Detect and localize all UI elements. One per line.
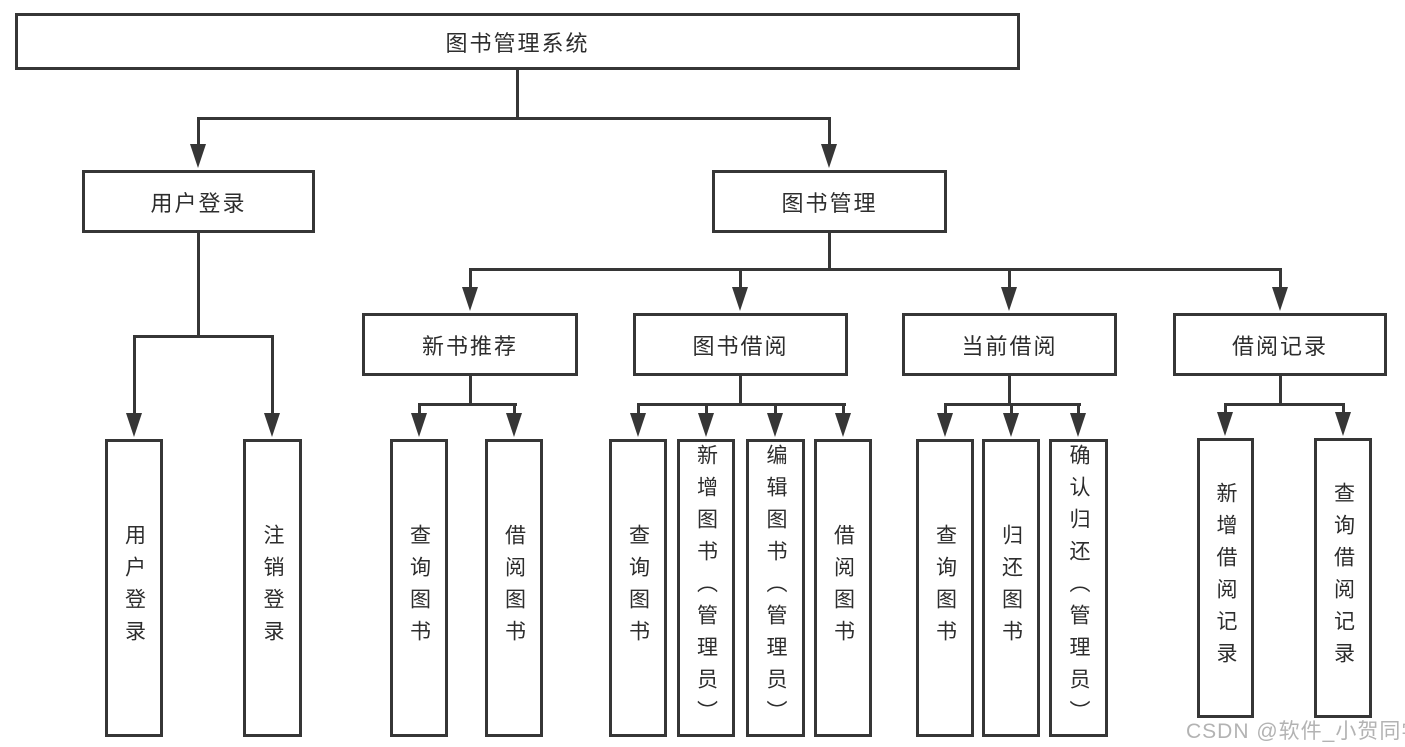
connector-line	[516, 70, 519, 118]
leaf-return-book: 归还图书	[982, 439, 1040, 737]
arrow-down-icon	[411, 413, 427, 437]
arrow-down-icon	[1217, 412, 1233, 436]
node-book-borrow: 图书借阅	[633, 313, 848, 376]
connector-line	[133, 335, 274, 338]
connector-line	[1342, 403, 1345, 415]
connector-line	[133, 335, 136, 415]
connector-line	[1077, 403, 1080, 415]
connector-line	[637, 403, 846, 406]
arrow-down-icon	[732, 287, 748, 311]
leaf-query-book-current: 查询图书	[916, 439, 974, 737]
connector-line	[1008, 376, 1011, 405]
arrow-down-icon	[1001, 287, 1017, 311]
leaf-edit-book-admin: 编辑图书（管理员）	[746, 439, 805, 737]
arrow-down-icon	[264, 413, 280, 437]
arrow-down-icon	[937, 413, 953, 437]
connector-line	[418, 403, 421, 415]
connector-line	[842, 403, 845, 415]
arrow-down-icon	[1003, 413, 1019, 437]
connector-line	[1010, 403, 1013, 415]
node-user-login: 用户登录	[82, 170, 315, 233]
leaf-query-book-borrow: 查询图书	[609, 439, 667, 737]
leaf-add-book-admin: 新增图书（管理员）	[677, 439, 735, 737]
leaf-borrow-book-newbook: 借阅图书	[485, 439, 543, 737]
connector-line	[197, 233, 200, 337]
connector-line	[1279, 268, 1282, 290]
leaf-borrow-book: 借阅图书	[814, 439, 872, 737]
connector-line	[1224, 403, 1227, 415]
connector-line	[705, 403, 708, 415]
node-borrow-record: 借阅记录	[1173, 313, 1387, 376]
connector-line	[469, 268, 1282, 271]
arrow-down-icon	[821, 144, 837, 168]
connector-line	[739, 268, 742, 290]
leaf-confirm-return-admin: 确认归还（管理员）	[1049, 439, 1108, 737]
connector-line	[774, 403, 777, 415]
arrow-down-icon	[1272, 287, 1288, 311]
connector-line	[418, 403, 517, 406]
leaf-user-login: 用户登录	[105, 439, 163, 737]
node-current-borrow: 当前借阅	[902, 313, 1117, 376]
node-new-book: 新书推荐	[362, 313, 578, 376]
leaf-query-borrow-record: 查询借阅记录	[1314, 438, 1372, 718]
arrow-down-icon	[698, 413, 714, 437]
connector-line	[197, 119, 200, 146]
arrow-down-icon	[462, 287, 478, 311]
leaf-logout: 注销登录	[243, 439, 302, 737]
connector-line	[513, 403, 516, 415]
arrow-down-icon	[1070, 413, 1086, 437]
node-book-mgmt: 图书管理	[712, 170, 947, 233]
connector-line	[637, 403, 640, 415]
connector-line	[197, 117, 831, 120]
leaf-add-borrow-record: 新增借阅记录	[1197, 438, 1254, 718]
connector-line	[469, 268, 472, 290]
connector-line	[828, 233, 831, 271]
connector-line	[1279, 376, 1282, 405]
connector-line	[1008, 268, 1011, 290]
arrow-down-icon	[190, 144, 206, 168]
connector-line	[1224, 403, 1345, 406]
connector-line	[271, 335, 274, 415]
csdn-watermark: CSDN @软件_小贺同学	[1186, 720, 1405, 743]
connector-line	[944, 403, 947, 415]
node-root: 图书管理系统	[15, 13, 1020, 70]
arrow-down-icon	[506, 413, 522, 437]
connector-line	[739, 376, 742, 405]
arrow-down-icon	[1335, 412, 1351, 436]
arrow-down-icon	[126, 413, 142, 437]
arrow-down-icon	[630, 413, 646, 437]
arrow-down-icon	[835, 413, 851, 437]
arrow-down-icon	[767, 413, 783, 437]
connector-line	[828, 119, 831, 146]
leaf-query-book-newbook: 查询图书	[390, 439, 448, 737]
connector-line	[469, 376, 472, 405]
